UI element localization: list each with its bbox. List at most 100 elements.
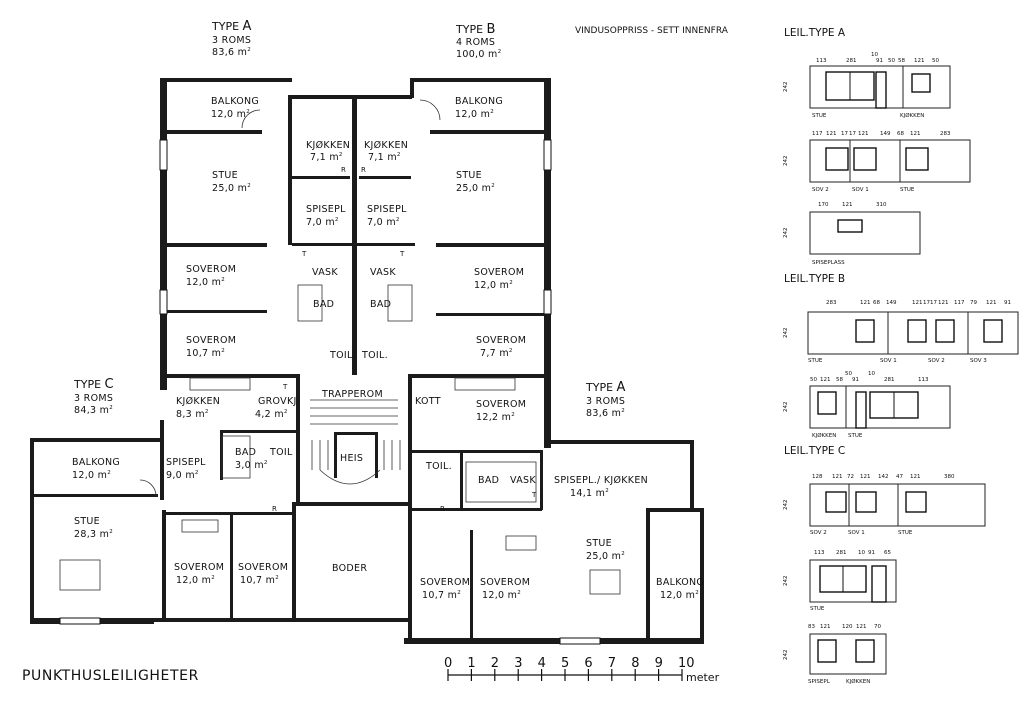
leil-type-b-heading: LEIL.TYPE B (784, 273, 845, 285)
room-area: 12,0 m2 (455, 109, 494, 120)
elevation-b2: KJØKKEN STUE 242 50 121 58 50 91 10 281 … (783, 371, 951, 439)
room-name: HEIS (340, 453, 363, 464)
svg-text:17: 17 (849, 131, 856, 137)
scale-unit: meter (686, 671, 720, 684)
svg-text:SOV 2: SOV 2 (812, 187, 829, 193)
svg-text:SOV 1: SOV 1 (880, 358, 897, 364)
room-area: 7,0 m2 (367, 217, 400, 228)
svg-text:242: 242 (783, 576, 789, 587)
room-area: 8,3 m2 (176, 409, 209, 420)
svg-text:121: 121 (856, 624, 867, 630)
svg-text:50: 50 (810, 377, 817, 383)
svg-text:283: 283 (940, 131, 951, 137)
svg-text:4 ROMS: 4 ROMS (456, 37, 495, 48)
svg-text:TYPE B: TYPE B (455, 22, 495, 37)
svg-text:121: 121 (820, 624, 831, 630)
room-area: 7,0 m2 (306, 217, 339, 228)
type-a-right-heading: TYPE A 3 ROMS 83,6 m2 (585, 380, 626, 419)
room-name: KOTT (415, 396, 441, 407)
svg-text:72: 72 (847, 474, 854, 480)
scale-tick-label: 4 (538, 656, 546, 671)
svg-text:117: 117 (812, 131, 823, 137)
svg-text:121: 121 (826, 131, 837, 137)
svg-text:149: 149 (886, 300, 897, 306)
svg-text:KJØKKEN: KJØKKEN (812, 432, 836, 439)
svg-text:121: 121 (842, 202, 853, 208)
room-area: 12,0 m2 (660, 590, 699, 601)
svg-text:68: 68 (897, 131, 904, 137)
scale-tick-label: 3 (514, 656, 522, 671)
room-name: BALKONG (656, 577, 704, 588)
svg-text:STUE: STUE (898, 530, 913, 536)
svg-text:121: 121 (986, 300, 997, 306)
svg-text:121: 121 (910, 474, 921, 480)
room-area: 7,1 m2 (368, 152, 401, 163)
room-area: 7,1 m2 (310, 152, 343, 163)
svg-text:242: 242 (783, 402, 789, 413)
svg-text:149: 149 (880, 131, 891, 137)
elevation-c2: STUE 242 113 281 10 91 65 (783, 550, 897, 612)
scale-tick-label: 8 (631, 656, 639, 671)
svg-text:121: 121 (860, 474, 871, 480)
svg-text:KJØKKEN: KJØKKEN (846, 678, 870, 685)
svg-text:83: 83 (808, 624, 815, 630)
type-c-left-heading: TYPE C 3 ROMS 84,3 m2 (73, 377, 114, 416)
elevation-a1: STUE KJØKKEN 242 113 281 10 91 50 58 121… (783, 52, 951, 119)
svg-text:SPISEPLASS: SPISEPLASS (812, 260, 845, 266)
room-area: 12,0 m2 (186, 277, 225, 288)
scale-tick-label: 10 (678, 656, 695, 671)
type-b-top-heading: TYPE B 4 ROMS 100,0 m2 (455, 22, 501, 60)
scale-tick-label: 5 (561, 656, 569, 671)
svg-text:SPISEPL: SPISEPL (808, 679, 831, 685)
svg-text:281: 281 (836, 550, 847, 556)
svg-text:380: 380 (944, 474, 955, 480)
svg-text:SOV 2: SOV 2 (810, 530, 827, 536)
svg-text:121: 121 (820, 377, 831, 383)
svg-text:SOV 1: SOV 1 (852, 187, 869, 193)
room-name: BAD (313, 299, 334, 310)
room-name: STUE (586, 538, 612, 549)
svg-text:142: 142 (878, 474, 889, 480)
svg-text:84,3 m2: 84,3 m2 (74, 405, 113, 416)
svg-text:10: 10 (858, 550, 865, 556)
drawing-title: PUNKTHUSLEILIGHETER (22, 668, 199, 684)
elevation-a3: SPISEPLASS 242 170 121 310 (783, 202, 921, 266)
room-area: 12,0 m2 (482, 590, 521, 601)
svg-text:10: 10 (871, 52, 878, 58)
svg-text:TYPE A: TYPE A (211, 19, 252, 34)
svg-text:113: 113 (816, 58, 827, 64)
room-area: 25,0 m2 (212, 183, 251, 194)
room-name: SOVEROM (238, 562, 288, 573)
svg-text:79: 79 (970, 300, 977, 306)
svg-text:121: 121 (914, 58, 925, 64)
room-name: SOVEROM (186, 264, 236, 275)
room-name: SOVEROM (186, 335, 236, 346)
svg-text:242: 242 (783, 82, 789, 93)
svg-text:83,6 m2: 83,6 m2 (586, 408, 625, 419)
room-name: SOVEROM (476, 399, 526, 410)
svg-text:STUE: STUE (848, 433, 863, 439)
room-area: 12,0 m2 (474, 280, 513, 291)
leil-type-a-heading: LEIL.TYPE A (784, 27, 846, 39)
room-name: BALKONG (72, 457, 120, 468)
svg-text:91: 91 (868, 550, 875, 556)
svg-text:R: R (272, 505, 277, 513)
room-name: STUE (212, 170, 238, 181)
room-name: BODER (332, 563, 367, 574)
svg-text:R: R (361, 166, 366, 174)
svg-text:R: R (440, 505, 445, 513)
svg-text:121: 121 (912, 300, 923, 306)
elevation-b1: STUE SOV 1 SOV 2 SOV 3 242 283 121 68 14… (783, 300, 1019, 364)
room-area: 12,0 m2 (72, 470, 111, 481)
room-name: SPISEPL (166, 457, 206, 468)
svg-text:58: 58 (898, 58, 905, 64)
room-name: SOVEROM (174, 562, 224, 573)
type-a-top-heading: TYPE A 3 ROMS 83,6 m2 (211, 19, 252, 58)
room-area: 12,0 m2 (211, 109, 250, 120)
room-area: 10,7 m2 (186, 348, 225, 359)
room-labels: BALKONG 12,0 m2 BALKONG 12,0 m2 KJØKKEN … (72, 96, 704, 601)
svg-text:17: 17 (841, 131, 848, 137)
elevations-heading: VINDUSOPPRISS - SETT INNENFRA (575, 26, 729, 36)
svg-text:91: 91 (1004, 300, 1011, 306)
